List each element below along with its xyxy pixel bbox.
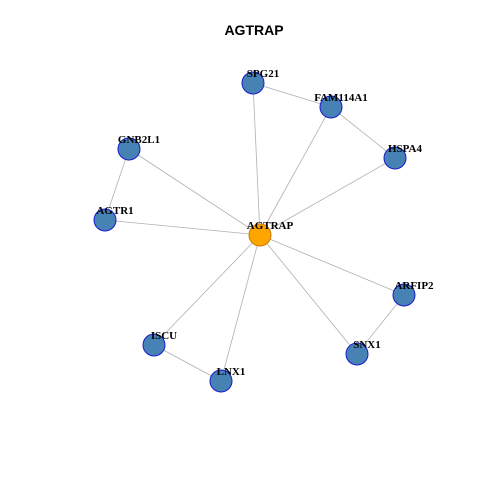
edge-agtrap-hspa4: [259, 157, 396, 236]
node-label-gnb2l1: GNB2L1: [118, 134, 160, 146]
node-label-spg21: SPG21: [247, 68, 279, 80]
node-agtr1: [93, 208, 117, 232]
node-snx1: [345, 342, 369, 366]
node-spg21: [241, 71, 265, 95]
node-label-lnx1: LNX1: [217, 366, 246, 378]
diagram-title: AGTRAP: [224, 22, 283, 38]
node-label-iscu: ISCU: [151, 330, 177, 342]
edge-agtrap-spg21: [252, 82, 261, 236]
node-iscu: [142, 333, 166, 357]
edge-agtrap-arfip2: [259, 234, 405, 296]
edge-agtrap-gnb2l1: [128, 148, 261, 236]
node-label-fam114a1: FAM114A1: [314, 92, 368, 104]
node-label-agtr1: AGTR1: [96, 205, 133, 217]
edge-agtrap-lnx1: [220, 234, 261, 382]
node-arfip2: [392, 283, 416, 307]
edge-agtrap-agtr1: [104, 219, 261, 236]
node-label-arfip2: ARFIP2: [394, 280, 434, 292]
edge-agtrap-snx1: [259, 234, 358, 355]
node-fam114a1: [319, 95, 343, 119]
node-hspa4: [383, 146, 407, 170]
edge-agtrap-fam114a1: [259, 106, 332, 236]
node-label-hspa4: HSPA4: [388, 143, 423, 155]
node-label-agtrap: AGTRAP: [247, 220, 294, 232]
edge-spg21-fam114a1: [252, 82, 332, 108]
node-lnx1: [209, 369, 233, 393]
edges-layer: [104, 82, 405, 382]
edge-iscu-lnx1: [153, 344, 222, 382]
node-gnb2l1: [117, 137, 141, 161]
edge-gnb2l1-agtr1: [104, 148, 130, 221]
edge-agtrap-iscu: [153, 234, 261, 346]
edge-fam114a1-hspa4: [330, 106, 396, 159]
node-agtrap: [248, 223, 272, 247]
edge-arfip2-snx1: [356, 294, 405, 355]
node-label-snx1: SNX1: [353, 339, 381, 351]
